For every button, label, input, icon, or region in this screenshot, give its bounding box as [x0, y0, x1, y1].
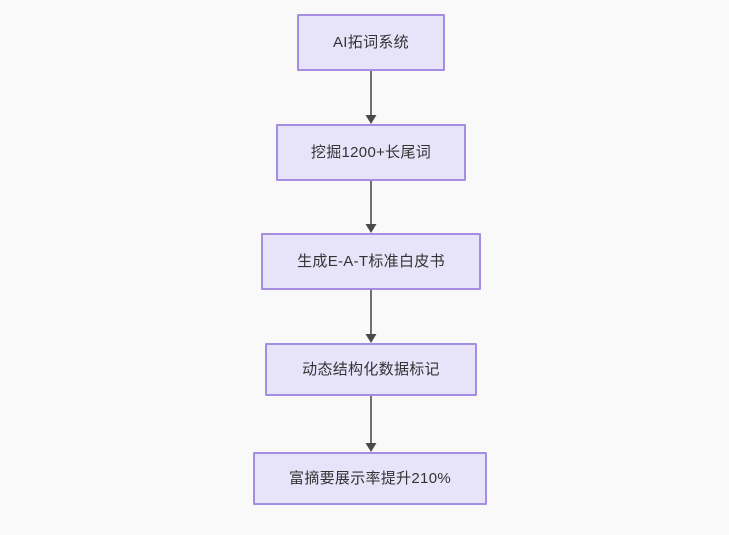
flow-node-label: 挖掘1200+长尾词	[310, 144, 432, 161]
flow-arrow-3	[360, 290, 382, 343]
flow-node-n4[interactable]: 动态结构化数据标记	[265, 343, 477, 396]
flow-node-label: AI拓词系统	[333, 34, 409, 51]
flow-node-n5[interactable]: 富摘要展示率提升210%	[253, 452, 487, 505]
flow-arrow-4	[360, 396, 382, 452]
flow-node-n1[interactable]: AI拓词系统	[297, 14, 445, 71]
flow-arrow-1	[360, 71, 382, 124]
flow-node-n2[interactable]: 挖掘1200+长尾词	[276, 124, 466, 181]
flow-arrow-2	[360, 181, 382, 233]
flow-node-label: 生成E-A-T标准白皮书	[297, 253, 445, 270]
flow-node-label: 富摘要展示率提升210%	[289, 470, 451, 487]
flow-node-label: 动态结构化数据标记	[302, 361, 440, 378]
flow-node-n3[interactable]: 生成E-A-T标准白皮书	[261, 233, 481, 290]
